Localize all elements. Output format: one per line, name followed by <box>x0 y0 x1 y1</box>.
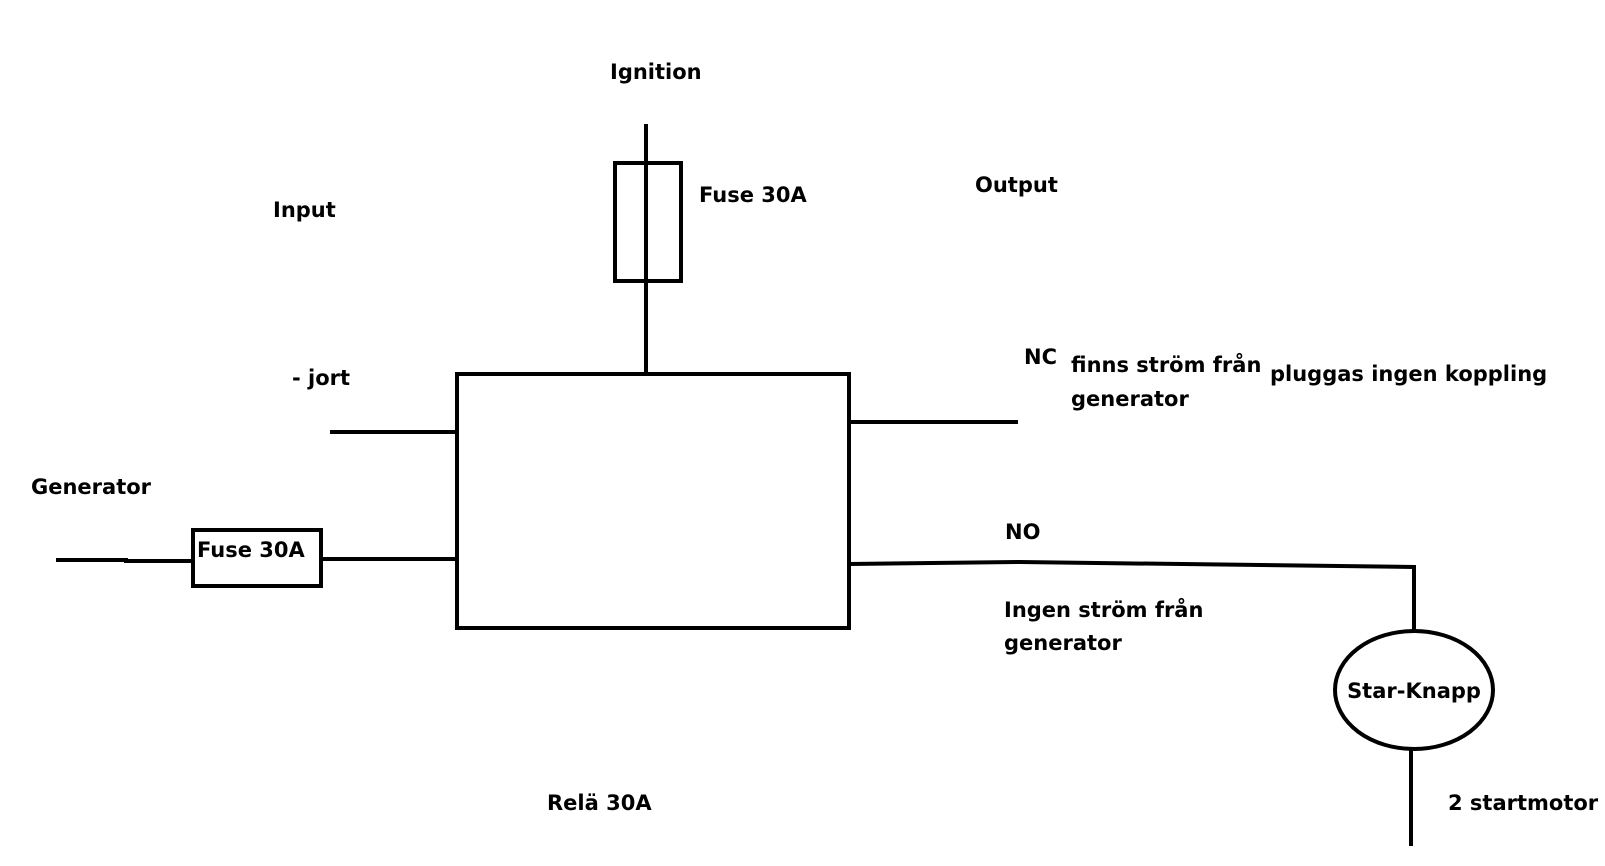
generator-fuse-label: Fuse 30A <box>197 538 306 562</box>
no-note-line1: Ingen ström från <box>1004 597 1203 622</box>
ignition-label: Ignition <box>610 60 702 84</box>
start-button-label: Star-Knapp <box>1347 679 1481 703</box>
input-label: Input <box>273 198 336 222</box>
start-button-symbol <box>1333 629 1495 751</box>
ground-label: - jort <box>292 366 350 390</box>
starter-motor-label: 2 startmotor <box>1448 791 1599 815</box>
relay-label: Relä 30A <box>547 791 652 815</box>
generator-label: Generator <box>31 475 152 499</box>
ignition-fuse-symbol <box>613 161 683 283</box>
ignition-fuse-label: Fuse 30A <box>699 183 808 207</box>
no-wire <box>848 559 1416 633</box>
nc-note-line2: generator <box>1071 387 1189 411</box>
generator-wire <box>56 558 193 563</box>
nc-note-line1: finns ström från <box>1071 352 1261 377</box>
no-label: NO <box>1005 520 1040 544</box>
nc-unplugged-label: pluggas ingen koppling <box>1270 362 1547 386</box>
output-label: Output <box>975 173 1058 197</box>
relay-box <box>455 372 851 630</box>
no-note-line2: generator <box>1004 631 1122 655</box>
nc-label: NC <box>1024 345 1057 369</box>
